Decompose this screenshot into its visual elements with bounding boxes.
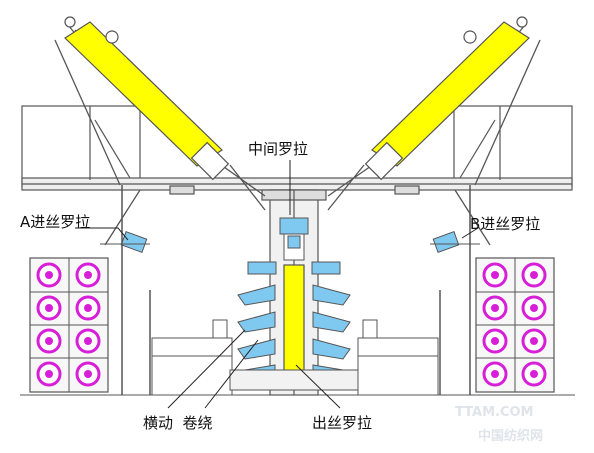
- label-output-roller: 出丝罗拉: [312, 414, 373, 432]
- a-feed-roller: [100, 231, 150, 253]
- watermark-line1: TTAM.COM: [455, 405, 534, 420]
- side-tables: [20, 319, 575, 396]
- right-yellow-arm: [364, 16, 530, 181]
- legs: [121, 185, 471, 395]
- right-bobbin-creel: [475, 257, 555, 393]
- label-a-feed-roller: A进丝罗拉: [20, 213, 91, 231]
- label-b-feed-roller: B进丝罗拉: [470, 215, 541, 233]
- watermark-line2: 中国纺织网: [478, 429, 544, 444]
- left-yellow-arm: [64, 16, 230, 181]
- label-middle-roller: 中间罗拉: [248, 140, 309, 158]
- left-bobbin-creel: [29, 257, 109, 393]
- b-feed-roller: [430, 231, 480, 253]
- leader-lines: [75, 160, 479, 409]
- label-traverse-winding: 横动 卷绕: [143, 414, 213, 432]
- middle-roller: [279, 217, 309, 249]
